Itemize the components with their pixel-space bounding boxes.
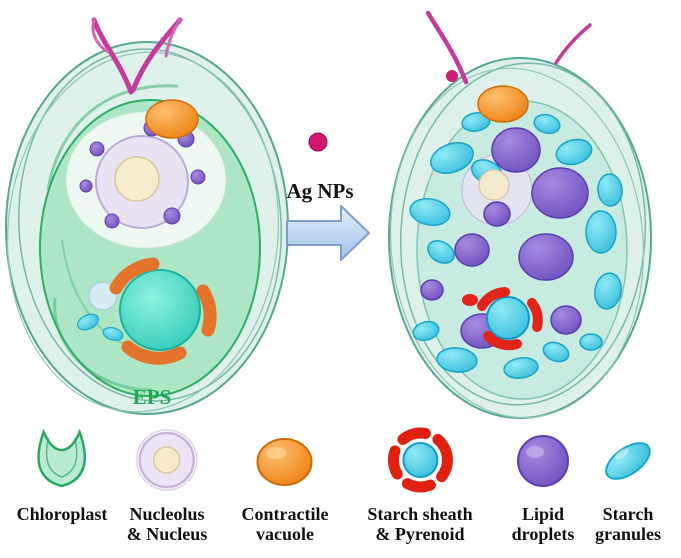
legend-item-starch-granules: Starch granules (588, 420, 668, 544)
chloroplast-icon (37, 428, 87, 488)
contractile-vacuole (477, 85, 529, 123)
lipid-droplets-icon (517, 435, 569, 487)
flagella (91, 17, 183, 95)
nucleus (95, 135, 189, 229)
starch-sheath-pyrenoid-icon (387, 427, 453, 493)
healthy-cell-illustration: EPS (5, 17, 289, 415)
legend-label: Contractile vacuole (241, 504, 329, 545)
legend-label: Lipid droplets (511, 504, 575, 545)
starch-granules-cluster (409, 112, 623, 379)
contractile-vacuole-icon (257, 438, 313, 486)
ag-nanoparticle-dot (308, 132, 328, 152)
legend-item-chloroplast: Chloroplast (16, 420, 108, 524)
starch-granules-icon (605, 442, 651, 480)
legend-label: Starch sheath & Pyrenoid (367, 504, 473, 545)
legend-label: Chloroplast (16, 504, 108, 524)
nucleolus (478, 169, 510, 201)
legend-item-nucleolus-nucleus: Nucleolus & Nucleus (126, 420, 208, 545)
eps-label: EPS (133, 385, 172, 409)
lipid-droplets-cluster (420, 127, 589, 349)
nucleolus (114, 156, 160, 202)
legend-label: Nucleolus & Nucleus (126, 504, 208, 545)
pyrenoid-with-red-sheath (462, 287, 543, 351)
right-arrow-icon (286, 205, 370, 261)
legend-item-lipid-droplets: Lipid droplets (503, 420, 583, 544)
contractile-vacuole (145, 99, 199, 139)
agnps-label: Ag NPs (286, 179, 353, 203)
legend-item-starch-sheath-pyrenoid: Starch sheath & Pyrenoid (367, 420, 473, 545)
exposed-cell-illustration (388, 10, 652, 419)
cell-diagram: EPS Ag NPs (5, 10, 652, 419)
legend: Chloroplast Nucleolus & Nucleus Contract… (0, 420, 681, 558)
legend-label: Starch granules (594, 504, 661, 545)
internalized-np-dot (446, 70, 458, 82)
nucleolus-nucleus-icon (136, 429, 198, 491)
pyrenoid-with-sheath (109, 257, 217, 365)
treatment-annotation: Ag NPs (286, 132, 370, 261)
flagella (425, 10, 592, 85)
legend-item-contractile-vacuole: Contractile vacuole (241, 420, 329, 545)
